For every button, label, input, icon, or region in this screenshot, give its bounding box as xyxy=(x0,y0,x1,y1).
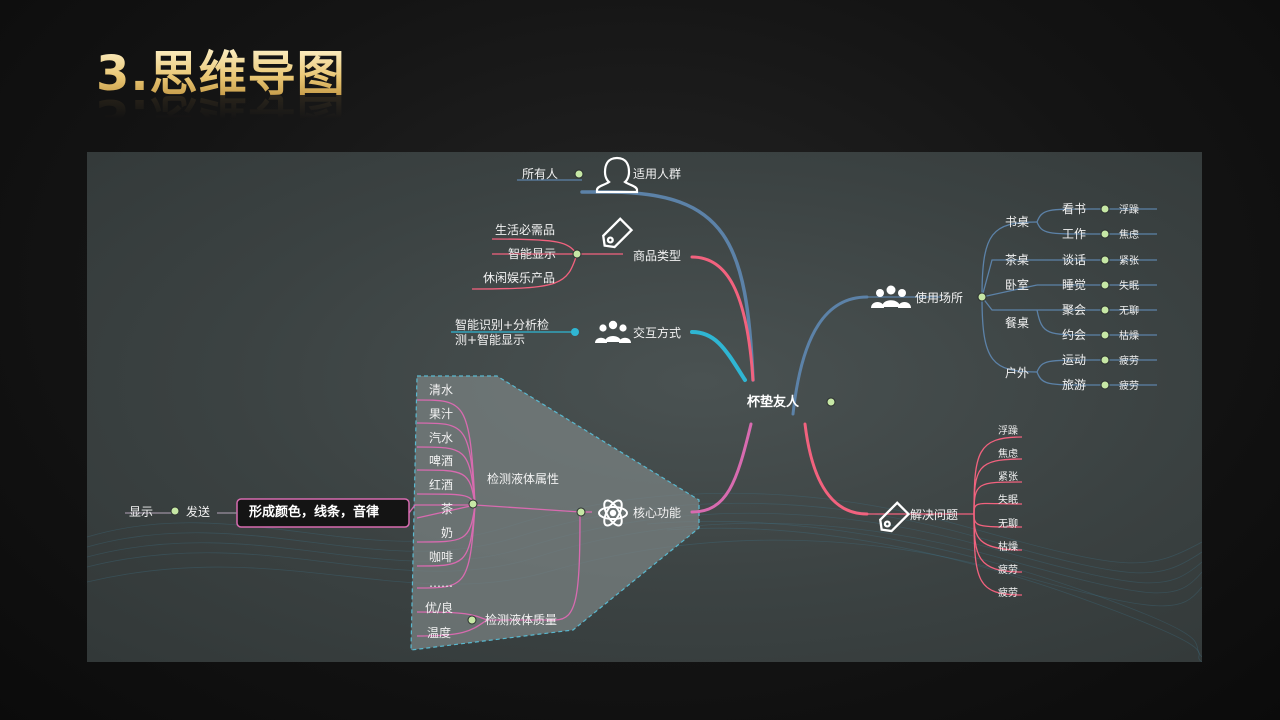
liquid-item: 红酒 xyxy=(429,478,454,492)
core-highlight-area xyxy=(410,375,700,651)
interaction-item: 智能识别+分析检测+智能显示 xyxy=(455,318,550,347)
liquid-item: 咖啡 xyxy=(429,550,454,564)
display-label: 显示 xyxy=(129,505,154,519)
output-box-text: 形成颜色，线条，音律 xyxy=(249,505,380,520)
problem-item: 浮躁 xyxy=(998,426,1018,437)
product-item: 休闲娱乐产品 xyxy=(483,271,556,285)
group-icon-scene xyxy=(871,285,911,308)
scene-branch-label: 使用场所 xyxy=(915,291,964,305)
scene-place: 书桌 xyxy=(1005,215,1030,229)
liquid-item: 清水 xyxy=(429,383,454,397)
scene-feeling: 紧张 xyxy=(1119,256,1139,267)
edge-people xyxy=(580,190,755,382)
page-title-reflection: 3.思维导图 xyxy=(96,88,346,144)
scene-place: 茶桌 xyxy=(1005,253,1030,267)
edge-problem xyxy=(803,422,869,516)
node-dots xyxy=(170,169,1110,625)
liquid-item: 茶 xyxy=(441,502,454,516)
scene-feeling: 枯燥 xyxy=(1119,331,1139,342)
scene-activity: 谈话 xyxy=(1062,253,1087,267)
scene-feeling: 疲劳 xyxy=(1119,356,1139,367)
scene-place: 户外 xyxy=(1005,366,1030,380)
interaction-connector xyxy=(571,328,579,336)
scene-activity: 睡觉 xyxy=(1062,278,1087,292)
core-branch-label: 核心功能 xyxy=(633,506,682,520)
edge-scene xyxy=(791,295,869,416)
problem-item: 疲劳 xyxy=(998,588,1018,599)
problem-item: 紧张 xyxy=(998,472,1018,483)
liquid-item: 奶 xyxy=(441,526,454,540)
mindmap-panel: 杯垫友人 适用人群 所有人 商品类型 生活必需品 智能显示 休闲娱乐产品 交互方… xyxy=(87,152,1202,662)
edge-product xyxy=(690,255,755,382)
problem-branch-label: 解决问题 xyxy=(910,508,959,522)
product-branch-label: 商品类型 xyxy=(633,249,682,263)
scene-activity: 看书 xyxy=(1062,202,1087,216)
edge-interaction xyxy=(690,330,747,382)
problem-item: 枯燥 xyxy=(998,542,1018,553)
scene-activity: 运动 xyxy=(1062,353,1087,367)
scene-activity: 旅游 xyxy=(1062,378,1087,392)
quality-item: 优/良 xyxy=(425,601,454,615)
page-title: 3.思维导图 xyxy=(96,46,346,102)
scene-feeling: 焦虑 xyxy=(1119,230,1139,241)
scene-activity: 聚会 xyxy=(1062,303,1087,317)
scene-activity: 约会 xyxy=(1062,328,1087,342)
person-icon xyxy=(595,156,639,194)
liquid-item: 汽水 xyxy=(429,431,454,445)
core-quality-label: 检测液体质量 xyxy=(485,613,558,627)
core-attr-label: 检测液体属性 xyxy=(487,472,560,486)
atom-icon xyxy=(598,499,628,527)
scene-place: 餐桌 xyxy=(1005,316,1030,330)
people-leaf: 所有人 xyxy=(522,167,559,181)
group-icon xyxy=(595,320,631,343)
center-node: 杯垫友人 xyxy=(747,395,800,410)
liquid-item: 果汁 xyxy=(429,407,454,421)
quality-item: 温度 xyxy=(427,626,452,640)
liquid-item: …… xyxy=(429,576,453,590)
title-area: 3.思维导图 3.思维导图 xyxy=(96,44,416,144)
scene-feeling: 浮躁 xyxy=(1119,205,1139,216)
people-branch-label: 适用人群 xyxy=(633,167,682,181)
scene-feeling: 疲劳 xyxy=(1119,381,1139,392)
product-item: 智能显示 xyxy=(508,247,557,261)
send-label: 发送 xyxy=(186,505,211,519)
problem-item: 焦虑 xyxy=(998,449,1018,460)
scene-place: 卧室 xyxy=(1005,278,1030,292)
product-item: 生活必需品 xyxy=(495,223,556,237)
problem-item: 无聊 xyxy=(998,519,1018,530)
mindmap-canvas xyxy=(87,156,1202,662)
scene-activity: 工作 xyxy=(1062,227,1087,241)
liquid-item: 啤酒 xyxy=(429,454,454,468)
scene-feeling: 失眠 xyxy=(1119,281,1139,292)
tag-icon-problem xyxy=(879,501,911,533)
edge-core xyxy=(690,422,753,514)
interaction-branch-label: 交互方式 xyxy=(633,326,682,340)
tag-icon xyxy=(602,217,634,249)
scene-feeling: 无聊 xyxy=(1119,306,1139,317)
problem-item: 疲劳 xyxy=(998,565,1018,576)
problem-item: 失眠 xyxy=(998,495,1018,506)
